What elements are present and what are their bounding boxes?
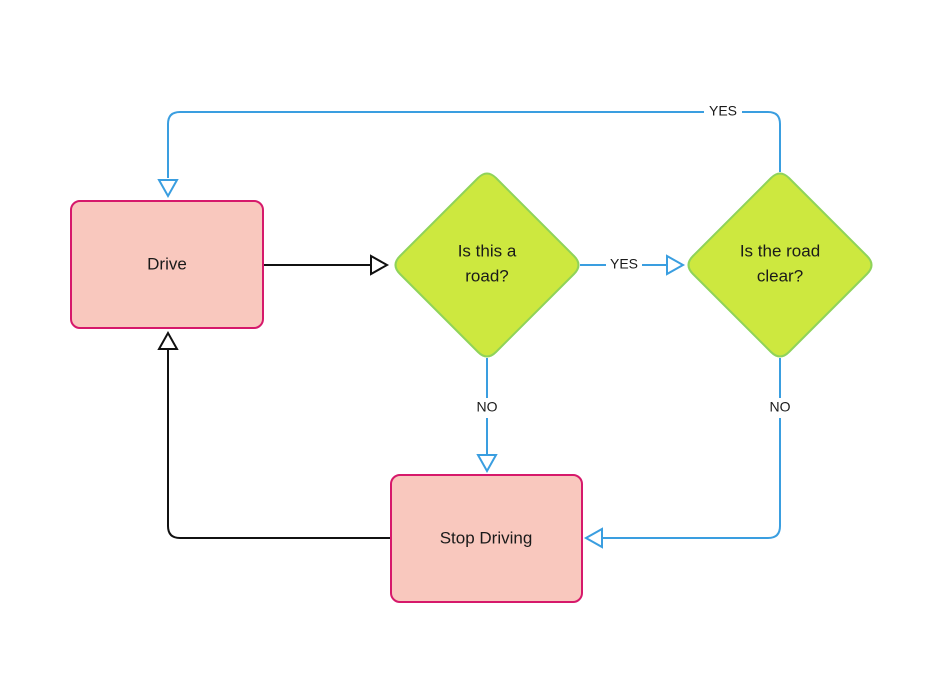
node-label-is-road-line1: Is this a <box>458 241 517 260</box>
process-box <box>390 474 583 603</box>
node-label-road-clear-line2: clear? <box>757 266 803 285</box>
node-label-road-clear-line1: Is the road <box>740 241 820 260</box>
arrowhead-icon <box>370 254 390 276</box>
edge-label-background <box>469 398 505 418</box>
node-is-road[interactable]: Is this a road? <box>394 172 580 358</box>
edge-drive-to-is-road <box>263 254 390 276</box>
edge-stop-to-drive <box>157 330 391 539</box>
node-stop-driving[interactable]: Stop Driving <box>390 474 583 603</box>
decision-diamond <box>687 172 873 358</box>
edge-road-clear-yes: YES <box>157 102 781 199</box>
process-box <box>70 200 264 329</box>
edge-label-no: NO <box>770 399 791 415</box>
arrowhead-icon <box>157 330 179 350</box>
edge-is-road-yes: YES <box>580 254 686 276</box>
edge-label-yes: YES <box>709 103 737 119</box>
edge-label-no: NO <box>477 399 498 415</box>
edge-road-clear-no: NO <box>583 358 798 549</box>
edge-line <box>167 111 781 178</box>
node-drive[interactable]: Drive <box>70 200 264 329</box>
node-label-stop-driving: Stop Driving <box>440 528 533 547</box>
node-label-is-road-line2: road? <box>465 266 508 285</box>
edge-label-background <box>704 102 742 122</box>
edge-label-background <box>762 398 798 418</box>
arrowhead-icon <box>157 179 179 199</box>
arrowhead-icon <box>666 254 686 276</box>
arrowhead-icon <box>583 527 603 549</box>
node-road-clear[interactable]: Is the road clear? <box>687 172 873 358</box>
edge-line <box>167 350 391 539</box>
edge-label-background <box>606 255 642 275</box>
edge-label-yes: YES <box>610 256 638 272</box>
arrowhead-icon <box>476 454 498 474</box>
decision-diamond <box>394 172 580 358</box>
node-label-drive: Drive <box>147 254 187 273</box>
edge-is-road-no: NO <box>469 358 505 474</box>
edge-line <box>603 358 781 539</box>
